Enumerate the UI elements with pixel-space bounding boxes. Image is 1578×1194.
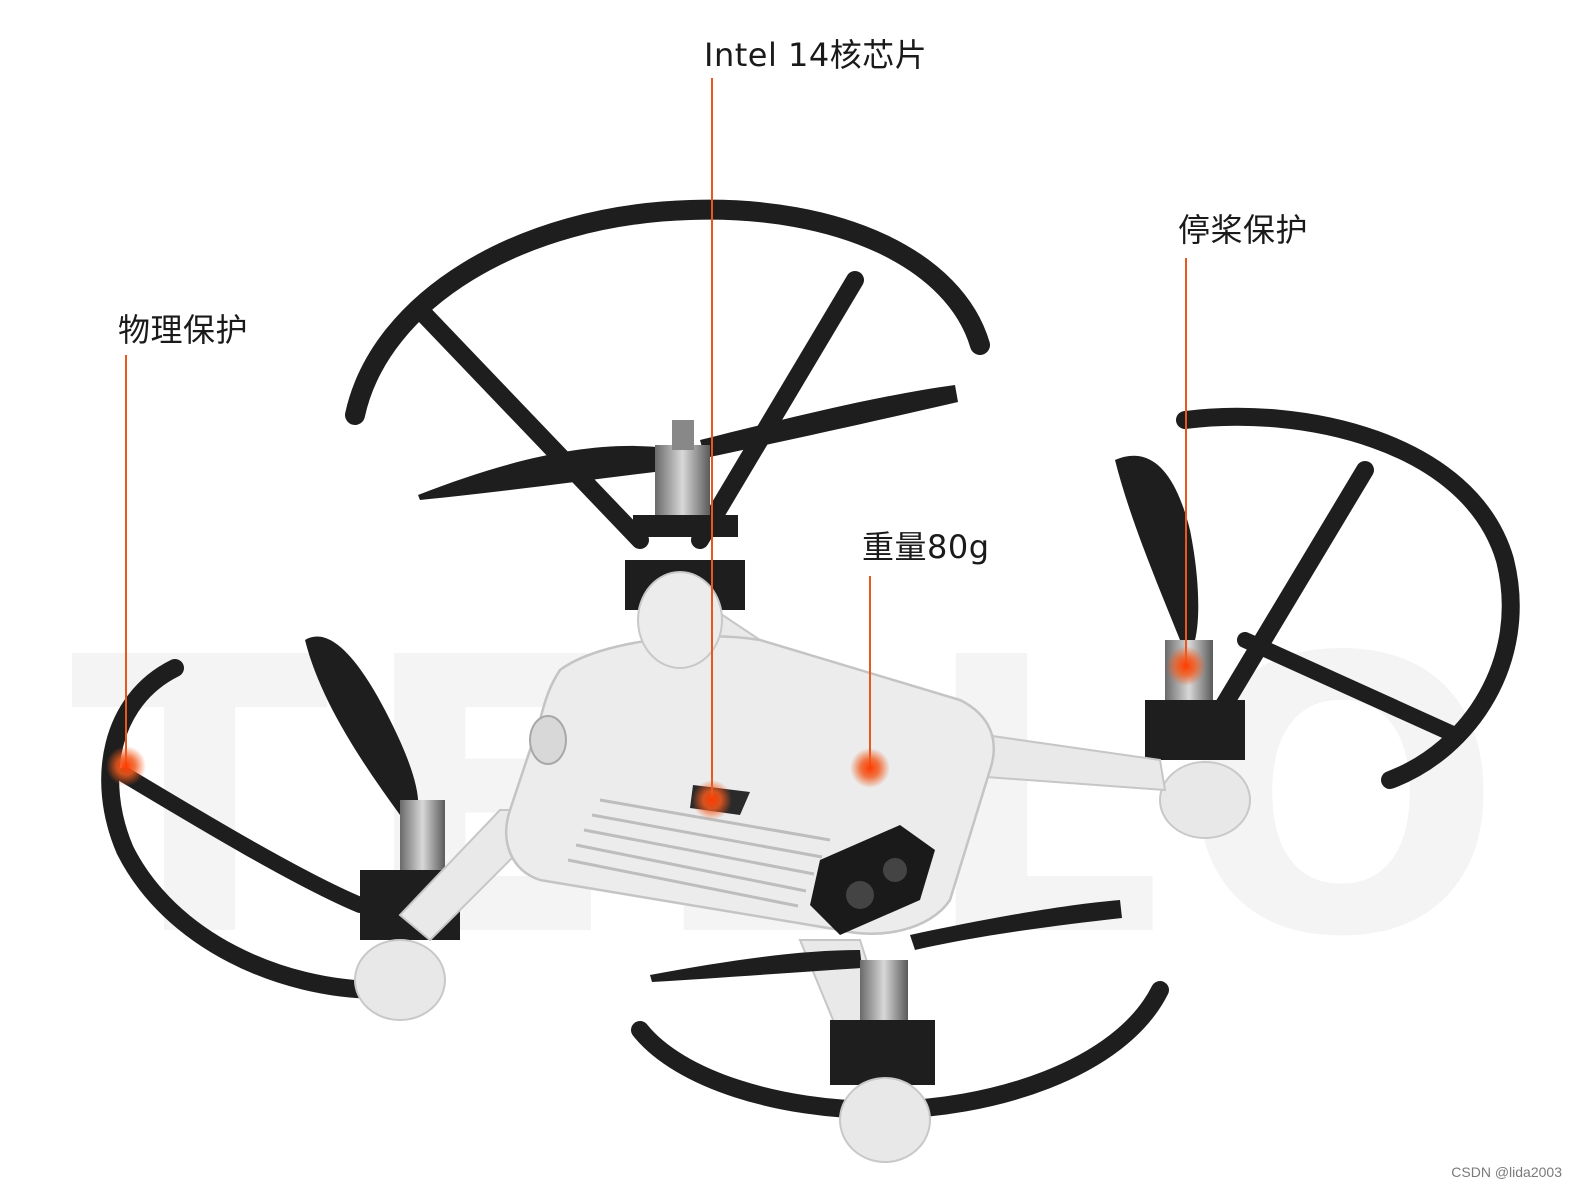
- callout-chip-label: Intel 14核芯片: [704, 36, 928, 74]
- propeller-left: [305, 636, 419, 815]
- propeller-top: [418, 385, 958, 500]
- propeller-bottom: [650, 900, 1122, 982]
- callout-physical-label: 物理保护: [118, 311, 249, 349]
- dot-physical: [106, 746, 146, 786]
- dot-chip: [692, 780, 732, 820]
- prop-guard-right: [1176, 407, 1520, 789]
- callout-lines: [125, 78, 1187, 800]
- propeller-right: [1115, 455, 1199, 640]
- prop-guard-top: [345, 199, 990, 549]
- dot-weight: [850, 748, 890, 788]
- motor-bottom: [830, 960, 935, 1163]
- hub-top: [637, 571, 723, 669]
- dot-stop: [1166, 646, 1206, 686]
- drone-body: [505, 635, 995, 935]
- watermark: CSDN @lida2003: [1451, 1164, 1562, 1180]
- callout-propeller-stop-label: 停桨保护: [1178, 211, 1309, 249]
- callout-dots: [106, 646, 1206, 820]
- callout-weight-label: 重量80g: [862, 528, 990, 566]
